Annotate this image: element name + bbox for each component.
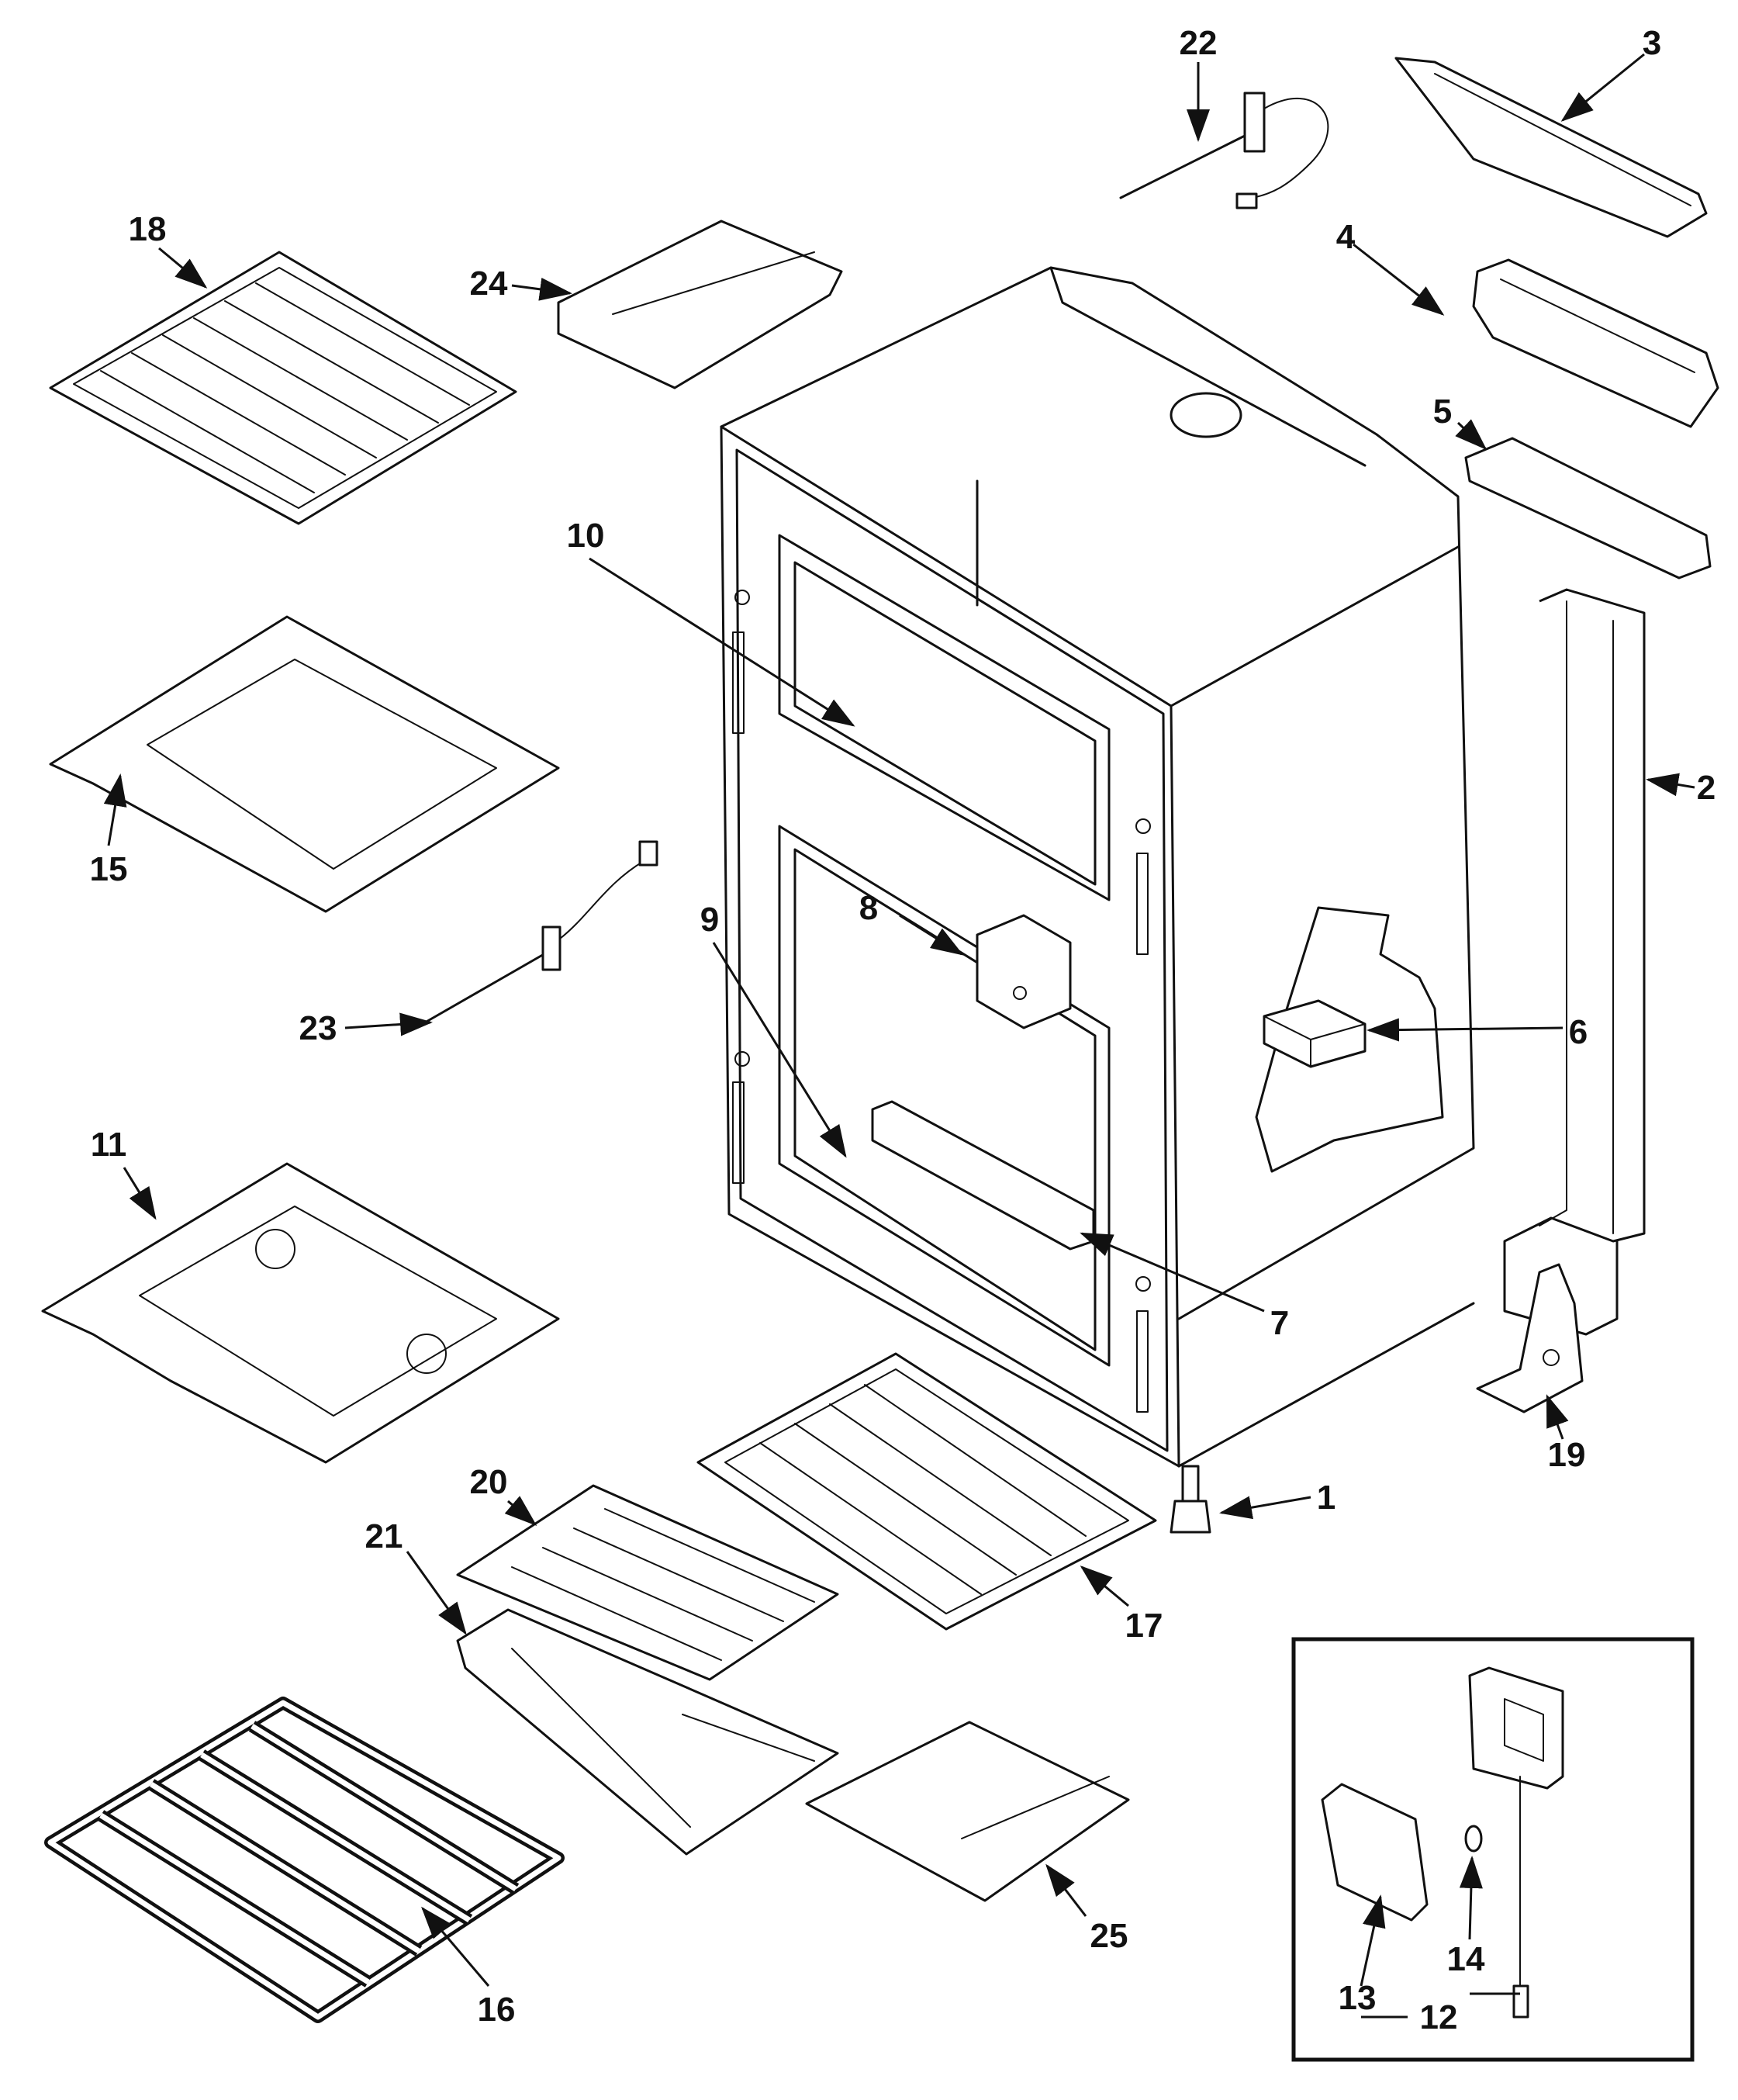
label-22: 22 [1180, 24, 1218, 62]
part-20-broil-insert [456, 1484, 839, 1681]
label-4: 4 [1336, 218, 1356, 256]
label-8: 8 [859, 889, 878, 927]
part-1-leveling-leg [1170, 1465, 1211, 1534]
part-25-deflector [805, 1721, 1130, 1902]
oven-cavity-body [720, 266, 1475, 1468]
part-21-broil-pan [456, 1608, 839, 1856]
part-18-wire-rack [49, 251, 517, 525]
part-15-pan [49, 615, 560, 913]
label-11: 11 [91, 1126, 127, 1164]
part-23-probe [423, 840, 658, 1024]
label-9: 9 [700, 901, 719, 939]
label-5: 5 [1433, 393, 1452, 431]
part-16-grate [44, 1697, 565, 2023]
label-10: 10 [567, 517, 605, 555]
part-6-box [1263, 999, 1367, 1068]
label-20: 20 [470, 1463, 508, 1501]
label-13: 13 [1339, 1979, 1377, 2017]
label-25: 25 [1090, 1917, 1128, 1955]
part-24-cover [557, 220, 843, 389]
label-17: 17 [1125, 1607, 1163, 1645]
label-6: 6 [1569, 1013, 1588, 1051]
label-19: 19 [1548, 1436, 1586, 1474]
part-17-oven-rack [696, 1352, 1157, 1631]
part-3-vent-panel [1394, 57, 1708, 238]
part-5-channel [1464, 437, 1712, 579]
part-11-pan [41, 1162, 560, 1464]
part-4-duct [1472, 258, 1719, 428]
label-23: 23 [299, 1009, 337, 1047]
label-1: 1 [1317, 1479, 1335, 1517]
part-2-vertical-duct [1503, 588, 1646, 1336]
part-22-sensor-probe [1119, 92, 1329, 209]
label-12: 12 [1420, 1998, 1458, 2036]
label-15: 15 [90, 850, 128, 888]
part-8-bracket [976, 914, 1072, 1029]
label-24: 24 [470, 265, 508, 303]
label-2: 2 [1697, 769, 1716, 807]
label-21: 21 [365, 1517, 403, 1555]
label-7: 7 [1270, 1304, 1289, 1342]
label-18: 18 [129, 210, 167, 248]
label-3: 3 [1643, 24, 1661, 62]
label-14: 14 [1447, 1940, 1485, 1978]
part-labels: 1 2 3 4 5 6 7 8 9 10 11 12 13 14 15 16 1… [90, 24, 1716, 2036]
callout-leaders [103, 53, 1695, 2019]
label-16: 16 [478, 1991, 516, 2029]
